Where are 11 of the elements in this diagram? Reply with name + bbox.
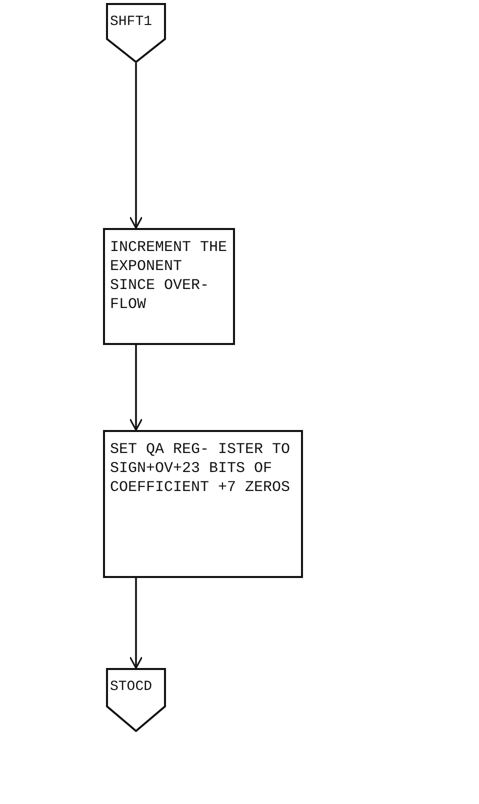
connector-label: STOCD	[110, 678, 152, 697]
arrow	[129, 578, 143, 669]
process-text: SET QA REG- ISTER TO SIGN+OV+23 BITS OF COEFFICIENT +7 ZEROS	[110, 440, 292, 497]
arrow	[129, 345, 143, 431]
off-page-connector	[106, 668, 166, 732]
connector-label: SHFT1	[110, 13, 152, 32]
process-text: INCREMENT THE EXPONENT SINCE OVER- FLOW	[110, 238, 228, 314]
arrow	[129, 63, 143, 229]
off-page-connector	[106, 3, 166, 63]
process-box	[103, 228, 235, 345]
process-box	[103, 430, 303, 578]
